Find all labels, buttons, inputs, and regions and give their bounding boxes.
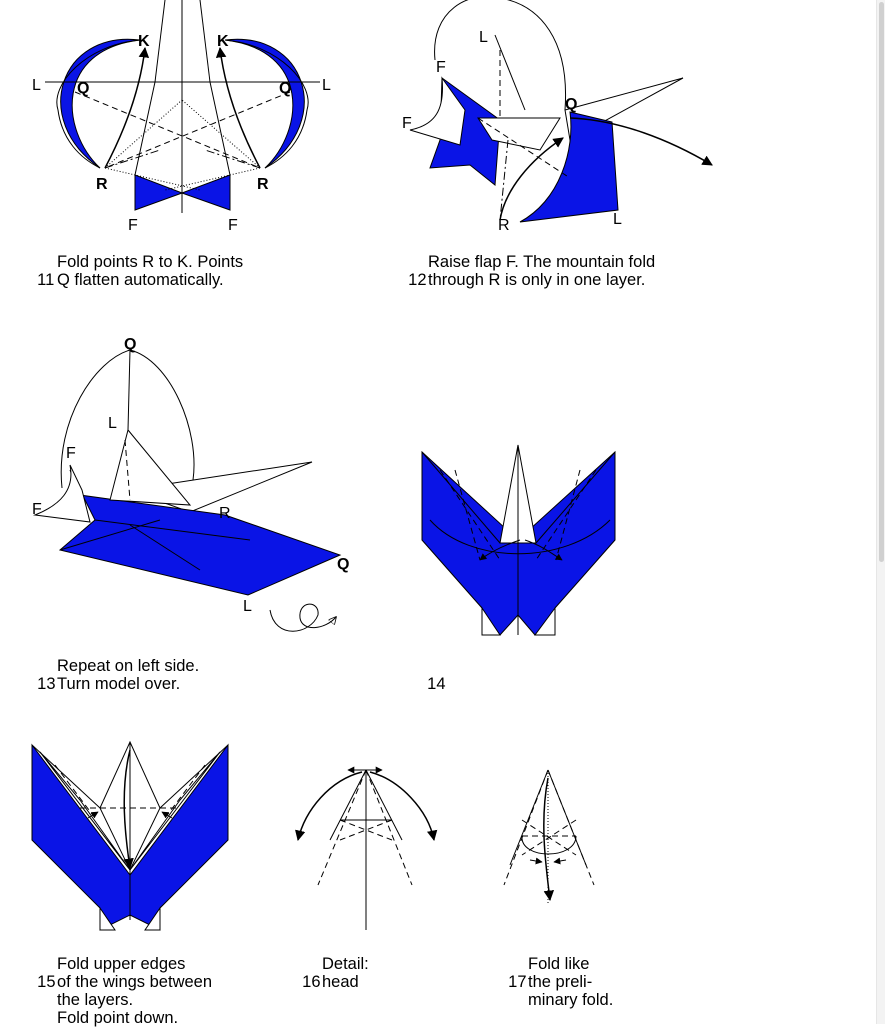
arrow-prelim-fold — [543, 777, 555, 902]
turn-over-arrow — [269, 603, 336, 632]
diagram-step-16 — [295, 766, 438, 930]
label-q-right: Q — [337, 556, 349, 573]
arrow-r-to-k-left — [104, 46, 150, 169]
arrow-right — [524, 539, 563, 561]
labels-step-13: Q L F F R Q L — [32, 336, 349, 615]
label-f-lower: F — [32, 501, 42, 518]
arrow-raise-flap — [499, 137, 564, 221]
label-r-right: R — [257, 176, 269, 193]
step-number: 11 — [37, 271, 55, 289]
label-r-left: R — [96, 176, 108, 193]
label-f-lower: F — [402, 115, 412, 132]
label-k-left: K — [138, 33, 150, 50]
step-11-caption: 11 Fold points R to K. Points Q flatten … — [28, 253, 243, 307]
step-text: Raise flap F. The mountain fold through … — [428, 253, 656, 289]
label-f-right: F — [228, 217, 238, 234]
label-l-left: L — [32, 77, 41, 94]
left-crescent-flap — [60, 38, 141, 169]
step-text: Detail: head — [322, 955, 369, 991]
arrow-left-head — [295, 771, 363, 842]
step-13-caption: 13 Repeat on left side. Turn model over. — [28, 657, 199, 711]
step-number: 12 — [408, 271, 427, 289]
bottom-bowtie-flap — [134, 174, 231, 211]
step-text: Fold upper edges of the wings between th… — [57, 955, 213, 1027]
label-q-right: Q — [279, 80, 291, 97]
diagram-step-13 — [33, 349, 342, 632]
label-q: Q — [565, 96, 577, 113]
labels-step-12: L F F Q R L — [402, 29, 622, 234]
label-f-upper: F — [436, 59, 446, 76]
label-f-upper: F — [66, 445, 76, 462]
label-l-bottom: L — [243, 598, 252, 615]
step-text: Fold points R to K. Points Q flatten aut… — [57, 253, 244, 289]
step-number: 15 — [37, 973, 56, 991]
arrow-to-right — [569, 117, 713, 166]
step-text: Repeat on left side. Turn model over. — [57, 657, 200, 693]
right-blue-flap — [519, 111, 619, 223]
step-text: Fold like the preli- minary fold. — [528, 955, 614, 1009]
step-14-caption: 14 — [418, 657, 446, 711]
label-l-right: L — [322, 77, 331, 94]
blue-body — [58, 469, 342, 596]
arrow-right-head — [369, 771, 438, 842]
label-r: R — [219, 505, 231, 522]
arrow-fold-point-down — [123, 749, 134, 870]
label-f-left: F — [128, 217, 138, 234]
step-number: 13 — [37, 675, 56, 693]
label-l-upper: L — [108, 415, 117, 432]
right-crescent-flap — [224, 38, 305, 169]
diagram-step-14 — [421, 444, 616, 636]
label-q-top: Q — [124, 336, 136, 353]
diagram-step-12 — [409, 0, 713, 223]
label-k-right: K — [217, 33, 229, 50]
labels-step-11: K K L Q Q L R R F F — [32, 33, 331, 234]
step-15-caption: 15 Fold upper edges of the wings between… — [28, 955, 212, 1027]
arrow-r-to-k-right — [215, 46, 261, 169]
arrow-left — [479, 539, 521, 561]
vertical-scrollbar[interactable] — [876, 0, 885, 1024]
scrollbar-thumb[interactable] — [879, 2, 884, 562]
step-16-caption: 16 Detail: head — [293, 955, 369, 1009]
step-number: 17 — [508, 973, 527, 991]
label-l-top: L — [479, 29, 488, 46]
label-l-bottom: L — [613, 211, 622, 228]
diagram-step-11 — [45, 0, 320, 213]
diagram-step-15 — [31, 740, 229, 931]
label-q-left: Q — [77, 80, 89, 97]
step-number: 16 — [302, 973, 321, 991]
step-number: 14 — [427, 675, 446, 693]
step-17-caption: 17 Fold like the preli- minary fold. — [499, 955, 613, 1009]
label-r: R — [498, 217, 510, 234]
step-12-caption: 12 Raise flap F. The mountain fold throu… — [399, 253, 655, 307]
diagram-step-17 — [503, 769, 595, 905]
